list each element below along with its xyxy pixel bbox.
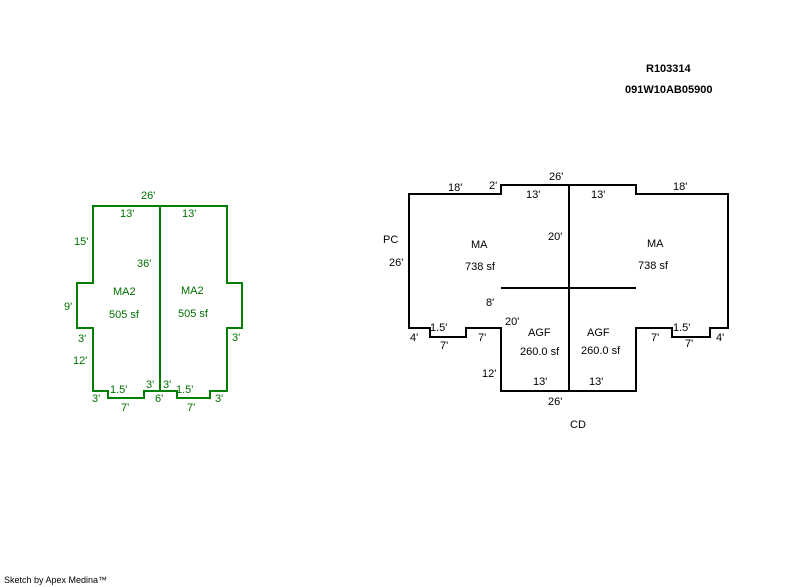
dim-bottom-left-3: 3' [92, 393, 100, 405]
dim-garage-13a: 13' [533, 376, 547, 388]
dim-top-13b: 13' [591, 189, 605, 201]
room-area: 738 sf [465, 261, 496, 273]
room-area: 260.0 sf [520, 346, 560, 358]
label-porch: PC [383, 234, 398, 246]
dim-left-15: 1.5' [430, 322, 447, 334]
dim-bottom-right-15: 1.5' [176, 384, 193, 396]
right-sketch: 26' 18' 2' 13' 13' 18' PC 26' 20' MA 738… [383, 171, 729, 431]
room-code: MA2 [113, 286, 136, 298]
dim-top-2: 2' [489, 180, 497, 192]
dim-left-7b: 7' [440, 340, 448, 352]
room-code: AGF [528, 327, 551, 339]
dim-garage-13b: 13' [589, 376, 603, 388]
room-code: MA2 [181, 285, 204, 297]
right-outline [408, 184, 729, 392]
dim-top-right-18: 18' [673, 181, 687, 193]
dim-bottom-center-3a: 3' [146, 379, 154, 391]
dim-left-upper: 15' [74, 236, 88, 248]
dim-left-4: 4' [410, 332, 418, 344]
dim-garage-12: 12' [482, 368, 496, 380]
dim-garage-20: 20' [505, 316, 519, 328]
dim-right-4: 4' [716, 332, 724, 344]
label-deck: CD [570, 419, 586, 431]
dim-right-7b: 7' [685, 338, 693, 350]
room-code: AGF [587, 327, 610, 339]
dim-left-7a: 7' [478, 332, 486, 344]
dim-bottom-left-15: 1.5' [110, 384, 127, 396]
dim-garage-8: 8' [486, 297, 494, 309]
dim-top-total: 26' [549, 171, 563, 183]
map-taxlot: 091W10AB05900 [625, 84, 712, 96]
room-code: MA [647, 238, 664, 250]
room-area: 738 sf [638, 260, 669, 272]
dim-center-20: 20' [548, 231, 562, 243]
parcel-id: R103314 [646, 63, 692, 75]
dim-top-13a: 13' [526, 189, 540, 201]
dim-left-26: 26' [389, 257, 403, 269]
dim-top-left: 13' [120, 208, 134, 220]
room-area: 505 sf [109, 309, 140, 321]
left-outline [76, 205, 243, 399]
dim-bottom-center-6: 6' [155, 393, 163, 405]
dim-top-left-18: 18' [448, 182, 462, 194]
dim-top-right: 13' [182, 208, 196, 220]
dim-right-7a: 7' [651, 332, 659, 344]
room-area: 260.0 sf [581, 345, 621, 357]
dim-garage-bottom-26: 26' [548, 396, 562, 408]
dim-left-lower: 12' [73, 355, 87, 367]
dim-left-small: 3' [78, 333, 86, 345]
dim-bottom-center-3b: 3' [163, 379, 171, 391]
dim-bottom-right-3: 3' [215, 393, 223, 405]
left-sketch: 26' 13' 13' 15' 36' 9' 3' 3' 12' MA2 505… [64, 190, 243, 414]
footer-credit: Sketch by Apex Medina™ [4, 575, 107, 585]
dim-center-wall: 36' [137, 258, 151, 270]
dim-right-15: 1.5' [673, 322, 690, 334]
dim-bottom-right-7: 7' [187, 402, 195, 414]
dim-left-mid: 9' [64, 301, 72, 313]
dim-top-total: 26' [141, 190, 155, 202]
dim-right-small: 3' [232, 332, 240, 344]
dim-bottom-left-7: 7' [121, 402, 129, 414]
room-code: MA [471, 239, 488, 251]
room-area: 505 sf [178, 308, 209, 320]
